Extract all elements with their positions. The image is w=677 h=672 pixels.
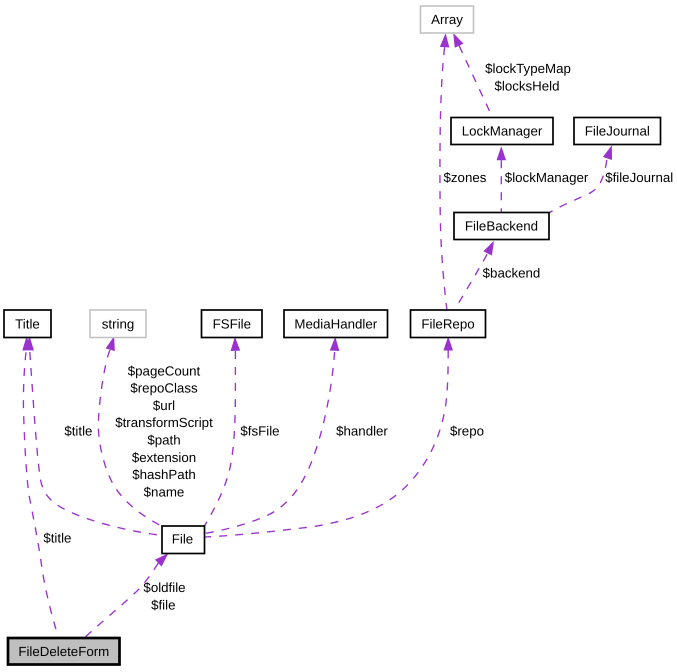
svg-text:Array: Array	[431, 12, 463, 27]
svg-text:$pageCount: $pageCount	[128, 363, 201, 378]
svg-text:$transformScript: $transformScript	[115, 415, 213, 430]
svg-text:Title: Title	[15, 316, 40, 331]
svg-text:MediaHandler: MediaHandler	[294, 316, 377, 331]
svg-text:$path: $path	[147, 433, 180, 448]
svg-text:$repoClass: $repoClass	[130, 381, 198, 396]
svg-text:$handler: $handler	[336, 424, 388, 439]
svg-text:$lockManager: $lockManager	[505, 170, 589, 185]
svg-text:$url: $url	[153, 398, 175, 413]
svg-text:FSFile: FSFile	[213, 316, 251, 331]
svg-text:$hashPath: $hashPath	[132, 467, 196, 482]
svg-text:$title: $title	[64, 424, 92, 439]
svg-text:FileJournal: FileJournal	[585, 124, 650, 139]
svg-text:$extension: $extension	[132, 450, 196, 465]
svg-text:FileBackend: FileBackend	[465, 219, 538, 234]
svg-text:$file: $file	[151, 598, 175, 613]
svg-text:string: string	[102, 316, 135, 331]
svg-text:FileRepo: FileRepo	[421, 316, 474, 331]
svg-text:$zones: $zones	[444, 170, 487, 185]
svg-text:$fsFile: $fsFile	[240, 424, 279, 439]
svg-text:FileDeleteForm: FileDeleteForm	[18, 644, 109, 659]
svg-text:$fileJournal: $fileJournal	[605, 170, 673, 185]
svg-text:$lockTypeMap: $lockTypeMap	[485, 61, 571, 76]
svg-text:$oldfile: $oldfile	[143, 580, 185, 595]
svg-text:$locksHeld: $locksHeld	[494, 79, 559, 94]
svg-text:$repo: $repo	[450, 424, 484, 439]
svg-text:$title: $title	[43, 530, 71, 545]
svg-text:File: File	[172, 531, 193, 546]
svg-text:$name: $name	[144, 484, 185, 499]
svg-text:$backend: $backend	[483, 266, 541, 281]
svg-text:LockManager: LockManager	[462, 124, 543, 139]
